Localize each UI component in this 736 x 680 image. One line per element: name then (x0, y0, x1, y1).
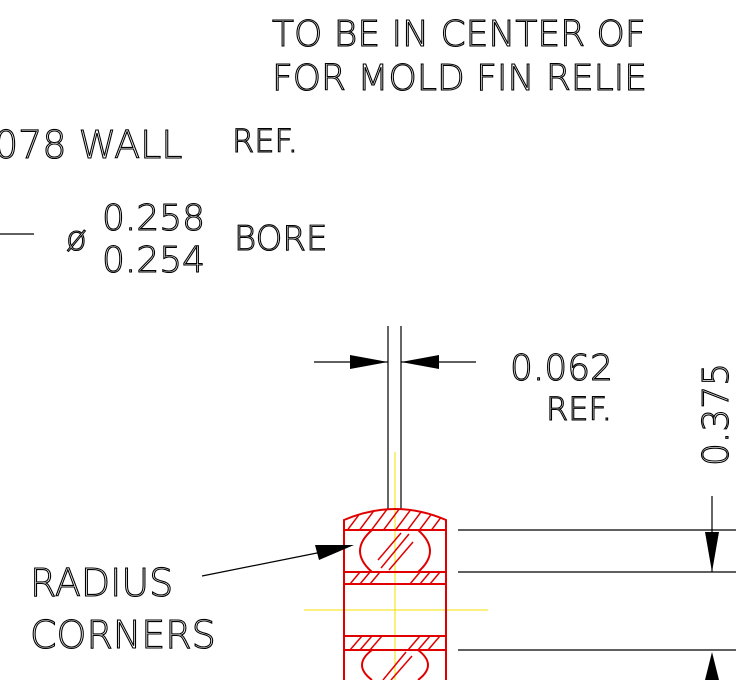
bore-upper-limit: 0.258 (102, 198, 205, 239)
width-dim-ref: REF. (546, 390, 612, 428)
bore-label: BORE (234, 219, 328, 259)
wall-text: 078 WALL (0, 123, 182, 167)
callout-line-2: CORNERS (30, 613, 216, 657)
radius-corner-right (417, 529, 431, 573)
arrowhead-right-pointing (350, 355, 388, 369)
part-section (343, 508, 447, 680)
arrowhead-left-pointing (401, 355, 439, 369)
width-dim-value: 0.062 (510, 348, 613, 389)
radius-corner-left (359, 529, 373, 573)
note-line-1: TO BE IN CENTER OF (272, 14, 646, 55)
callout-leader (201, 551, 323, 577)
hatch-top (344, 509, 446, 530)
bore-lower-limit: 0.254 (102, 240, 205, 281)
arrowhead-down (705, 532, 719, 572)
height-dim-value: 0.375 (696, 363, 736, 466)
arrowhead-up (705, 652, 719, 680)
note-line-2: FOR MOLD FIN RELIE (272, 58, 647, 99)
callout-line-1: RADIUS (30, 561, 173, 605)
hatch-middle (349, 532, 441, 585)
callout-arrowhead (315, 545, 354, 560)
diameter-symbol: ø (66, 219, 87, 259)
hatch-bottom (349, 635, 441, 680)
wall-ref: REF. (232, 122, 298, 160)
